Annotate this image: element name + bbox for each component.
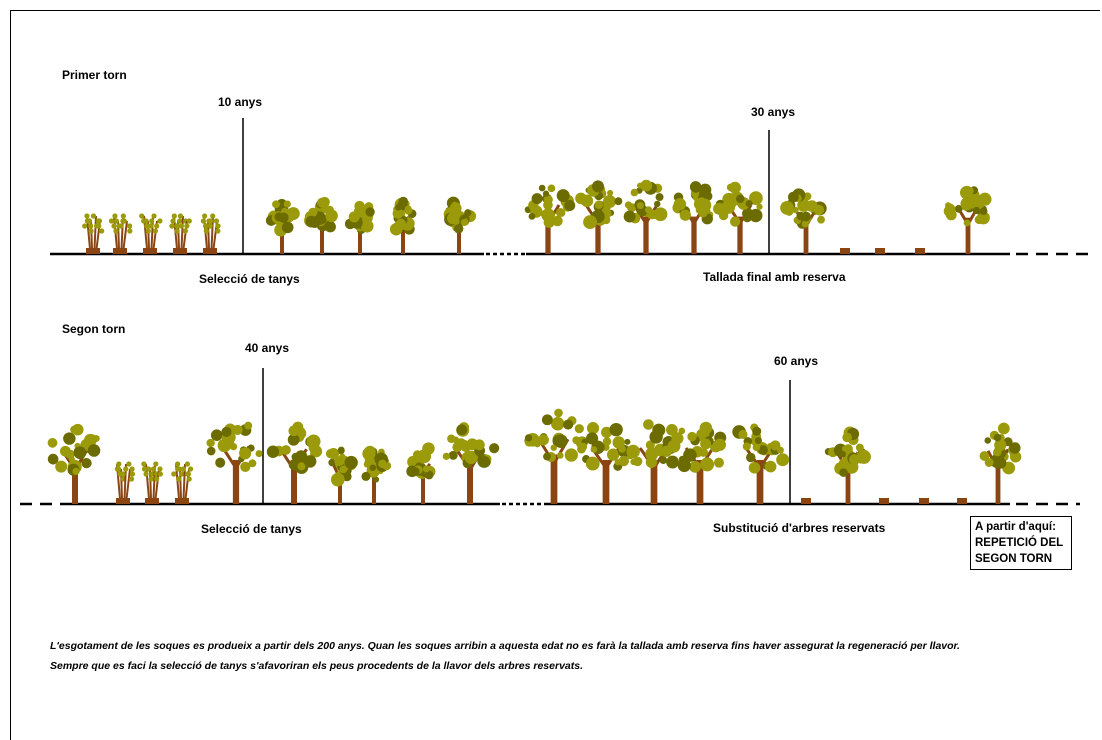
row1-reserve-tree-1 (943, 185, 992, 254)
row2-sprout-0 (114, 461, 136, 504)
row1-young-tree-4 (443, 196, 477, 254)
row2-big-tree-3 (667, 421, 727, 504)
row2-stump-3 (957, 498, 967, 504)
row1-stump-2 (915, 248, 925, 254)
row1-sprout-2 (139, 213, 163, 254)
row2-young-tree-2 (406, 442, 436, 504)
row1-tree-3 (672, 181, 714, 254)
row2-reserve-tree-1 (979, 422, 1022, 504)
repeat-box-line-2: REPETICIÓ DEL (975, 537, 1064, 549)
row2-big-tree-1 (575, 422, 631, 504)
row2-sprout-2 (171, 461, 194, 504)
row2-tree-1 (206, 421, 263, 504)
row2-tree-0 (47, 423, 101, 504)
row2-sprout-1 (141, 461, 163, 504)
row1-young-tree-2 (344, 200, 375, 254)
row1-phase-2: Tallada final amb reserva (703, 270, 846, 284)
row2-tree-3 (442, 422, 500, 504)
diagram-frame (10, 10, 1100, 740)
row2-big-tree-2 (624, 419, 684, 504)
repeat-box-line-1: A partir d'aquí: (975, 521, 1056, 533)
repeat-box-line-3: SEGON TORN (975, 553, 1053, 565)
row1-tree-1 (575, 180, 623, 254)
row1-stump-1 (875, 248, 885, 254)
row2-young-tree-1 (361, 445, 392, 504)
row2-tree-2 (266, 421, 323, 504)
note-1: L'esgotament de les soques es produeix a… (50, 640, 960, 652)
repeat-box: A partir d'aquí: REPETICIÓ DEL SEGON TOR… (970, 516, 1072, 570)
row1-young-tree-1 (304, 196, 338, 254)
row2-phase-1: Selecció de tanys (201, 522, 302, 536)
row1-marker-30: 30 anys (751, 105, 795, 119)
row2-marker-60: 60 anys (774, 354, 818, 368)
row1-title: Primer torn (62, 68, 127, 82)
row1-sprout-0 (82, 213, 105, 254)
row1-marker-10: 10 anys (218, 95, 262, 109)
row1-young-tree-0 (265, 198, 300, 254)
trees-layer (47, 179, 1022, 504)
note-2: Sempre que es faci la selecció de tanys … (50, 660, 584, 672)
row1-tree-2 (623, 179, 668, 254)
row1-young-tree-3 (389, 196, 417, 254)
row2-phase-2: Substitució d'arbres reservats (713, 521, 886, 535)
row2-big-tree-0 (524, 408, 584, 504)
row1-sprout-1 (108, 213, 133, 254)
row1-sprout-3 (169, 213, 192, 254)
row2-marker-40: 40 anys (245, 341, 289, 355)
row1-phase-1: Selecció de tanys (199, 272, 300, 286)
row1-reserve-tree-0 (780, 188, 827, 254)
row1-tree-0 (524, 184, 576, 254)
row2-stump-2 (919, 498, 929, 504)
row1-stump-0 (840, 248, 850, 254)
row2-big-tree-4 (732, 423, 790, 504)
row2-young-tree-0 (325, 446, 358, 504)
row2-stump-0 (801, 498, 811, 504)
row2-stump-1 (879, 498, 889, 504)
row2-title: Segon torn (62, 322, 125, 336)
row1-tree-4 (713, 181, 763, 254)
row1-sprout-4 (200, 213, 221, 254)
row2-reserve-tree-0 (824, 426, 871, 504)
